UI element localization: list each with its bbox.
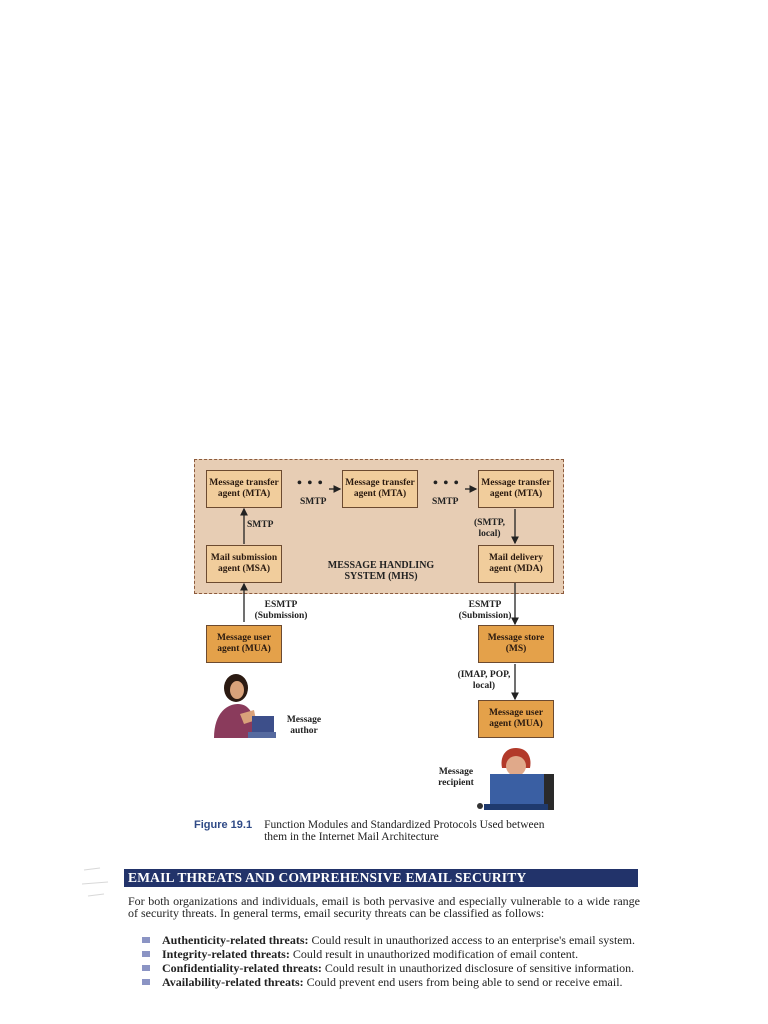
figure-caption: Figure 19.1 Function Modules and Standard…	[194, 819, 574, 843]
margin-mark	[81, 867, 109, 897]
message-store-box: Message store (MS)	[478, 625, 554, 663]
bullet-marker	[142, 965, 150, 971]
msa-box: Mail submission agent (MSA)	[206, 545, 282, 583]
mua-author-box: Message user agent (MUA)	[206, 625, 282, 663]
intro-paragraph: For both organizations and individuals, …	[128, 894, 640, 920]
message-author-label: Message author	[286, 715, 322, 736]
bullet-marker	[142, 979, 150, 985]
mhs-label: MESSAGE HANDLING SYSTEM (MHS)	[327, 560, 435, 582]
smtp-label-2: SMTP	[432, 497, 459, 507]
bullet-marker	[142, 937, 150, 943]
mua-recipient-box: Message user agent (MUA)	[478, 700, 554, 738]
section-heading: EMAIL THREATS AND COMPREHENSIVE EMAIL SE…	[124, 869, 638, 887]
smtp-label-1: SMTP	[300, 497, 327, 507]
message-recipient-illustration	[477, 748, 554, 810]
threat-term: Integrity-related threats:	[162, 947, 290, 961]
list-item: Availability-related threats: Could prev…	[142, 976, 640, 988]
list-item: Authenticity-related threats: Could resu…	[142, 934, 640, 946]
mta-box-3: Message transfer agent (MTA)	[478, 470, 554, 508]
message-author-illustration	[214, 674, 276, 738]
threat-description: Could result in unauthorized access to a…	[308, 933, 635, 947]
ellipsis-dots-2: • • •	[433, 476, 460, 491]
figure-number: Figure 19.1	[194, 819, 253, 831]
message-recipient-label: Message recipient	[438, 767, 474, 788]
threat-description: Could prevent end users from being able …	[303, 975, 623, 989]
esmtp-submission-left: ESMTP (Submission)	[254, 600, 308, 621]
esmtp-submission-right: ESMTP (Submission)	[458, 600, 512, 621]
imap-pop-label: (IMAP, POP, local)	[457, 670, 511, 691]
threat-description: Could result in unauthorized disclosure …	[321, 961, 635, 975]
smtp-label-up: SMTP	[247, 520, 274, 530]
mda-box: Mail delivery agent (MDA)	[478, 545, 554, 583]
figure-caption-text: Function Modules and Standardized Protoc…	[264, 819, 545, 843]
threat-term: Authenticity-related threats:	[162, 933, 309, 947]
list-item: Confidentiality-related threats: Could r…	[142, 962, 640, 974]
mta-box-2: Message transfer agent (MTA)	[342, 470, 418, 508]
threat-term: Confidentiality-related threats:	[162, 961, 322, 975]
bullet-marker	[142, 951, 150, 957]
smtp-local-label: (SMTP, local)	[474, 518, 506, 539]
threat-description: Could result in unauthorized modificatio…	[289, 947, 579, 961]
list-item: Integrity-related threats: Could result …	[142, 948, 640, 960]
mta-box-1: Message transfer agent (MTA)	[206, 470, 282, 508]
ellipsis-dots-1: • • •	[297, 476, 324, 491]
threat-term: Availability-related threats:	[162, 975, 304, 989]
threat-list: Authenticity-related threats: Could resu…	[142, 934, 640, 990]
